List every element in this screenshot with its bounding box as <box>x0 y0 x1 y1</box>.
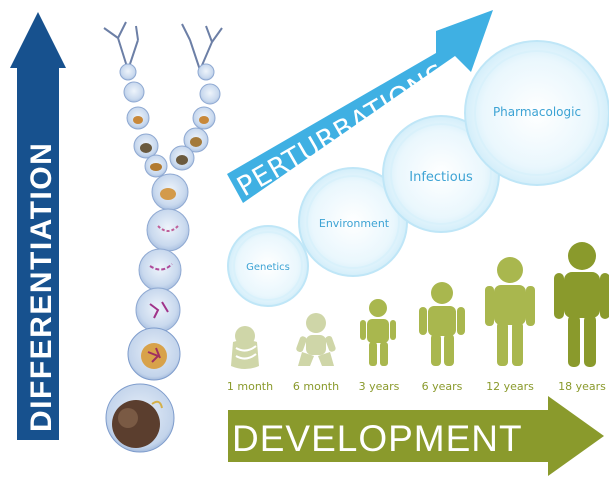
circle-genetics: Genetics <box>227 225 309 307</box>
perturbation-circles: Genetics Environment Infectious Pharmaco… <box>227 40 609 307</box>
circle-genetics-label: Genetics <box>246 262 290 273</box>
toddler-icon <box>360 299 396 366</box>
adult-icon <box>554 242 609 367</box>
circle-pharmacologic: Pharmacologic <box>464 40 609 186</box>
sitting-baby-icon <box>296 313 336 366</box>
child-icon <box>419 282 465 366</box>
differentiation-arrow <box>10 12 66 440</box>
development-arrow <box>228 396 604 476</box>
circle-environment: Environment <box>298 167 408 277</box>
circle-environment-label: Environment <box>319 217 390 230</box>
age-label-18-years: 18 years <box>558 380 606 393</box>
differentiation-label: DIFFERENTIATION <box>25 142 58 432</box>
age-label-6-month: 6 month <box>293 380 339 393</box>
age-label-1-month: 1 month <box>227 380 273 393</box>
preteen-icon <box>485 257 535 366</box>
age-label-6-years: 6 years <box>422 380 463 393</box>
circle-infectious: Infectious <box>382 115 500 233</box>
perturbations-arrow <box>227 10 493 203</box>
cell-lineage-illustration <box>103 21 223 453</box>
development-label: DEVELOPMENT <box>232 418 523 459</box>
age-labels: 1 month 6 month 3 years 6 years 12 years… <box>227 380 606 393</box>
circle-pharmacologic-label: Pharmacologic <box>493 105 581 119</box>
age-label-3-years: 3 years <box>359 380 400 393</box>
circle-infectious-label: Infectious <box>409 170 473 185</box>
swaddled-infant-icon <box>231 326 259 369</box>
age-label-12-years: 12 years <box>486 380 534 393</box>
